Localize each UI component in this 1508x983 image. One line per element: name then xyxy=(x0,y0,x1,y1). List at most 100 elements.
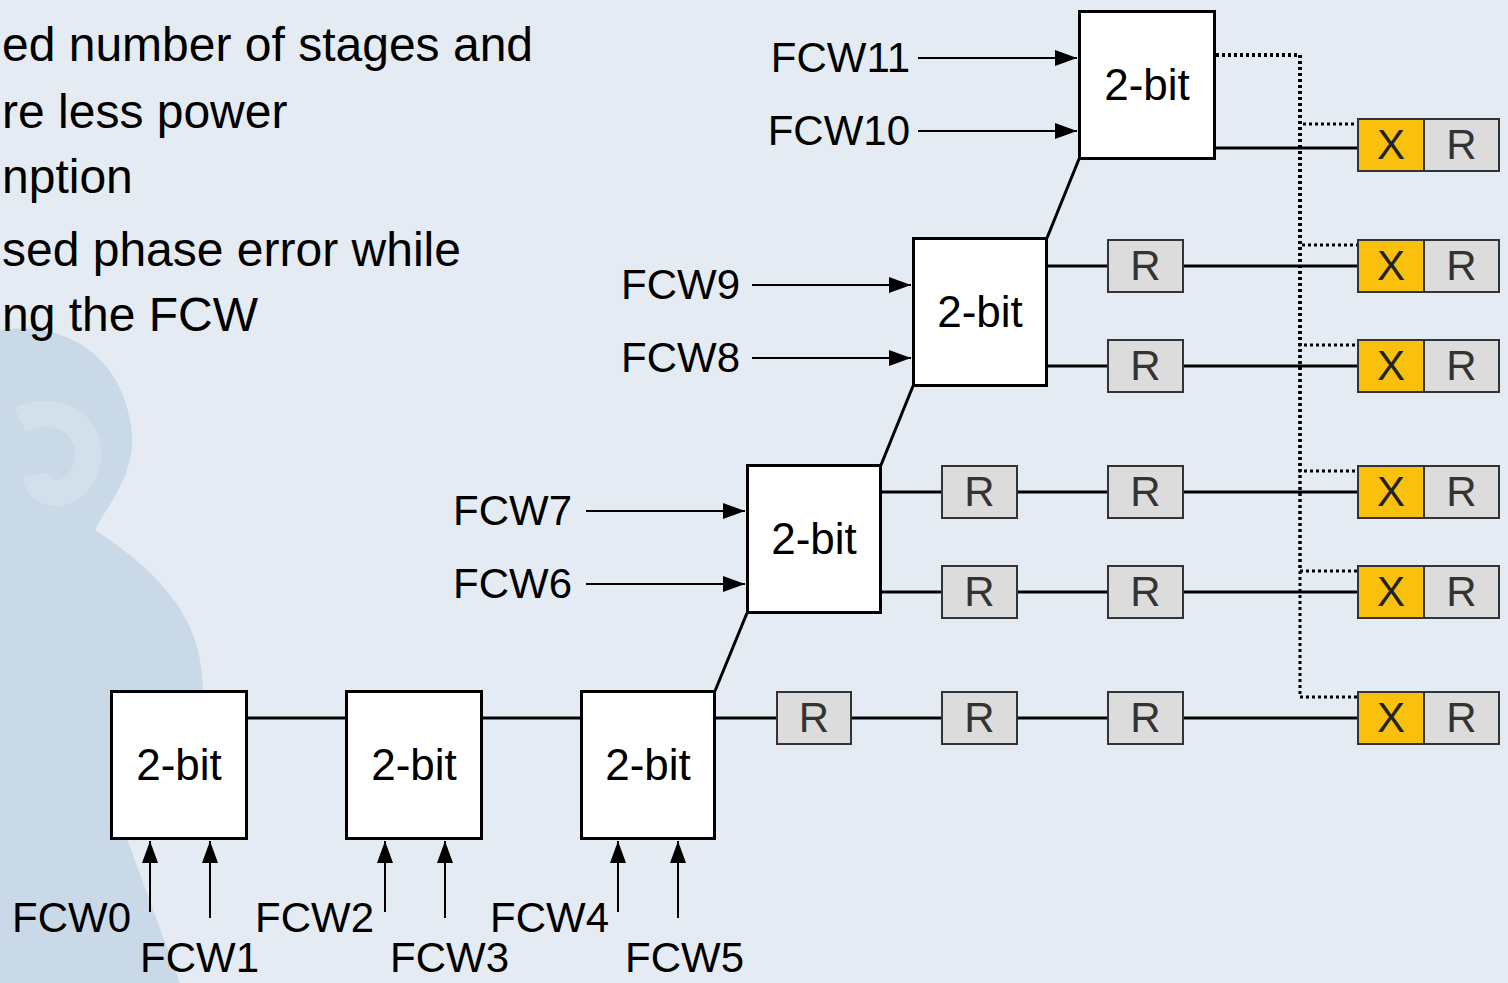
slide-text: sed phase error while xyxy=(2,224,461,277)
box-label: R xyxy=(1446,343,1476,389)
data-wire xyxy=(882,591,941,594)
box-label: 2-bit xyxy=(1104,61,1190,109)
box-label: X xyxy=(1377,569,1405,615)
signal-name: FCW1 xyxy=(140,935,259,981)
xor-box: X xyxy=(1357,691,1425,745)
background-silhouette xyxy=(0,328,203,983)
input-arrow xyxy=(918,130,1077,132)
signal-name: FCW3 xyxy=(390,935,509,981)
box-label: R xyxy=(799,695,829,741)
adder-stage-box: 2-bit xyxy=(912,237,1048,387)
control-line xyxy=(1216,55,1357,245)
register-box: R xyxy=(1423,465,1500,519)
box-label: R xyxy=(1130,343,1160,389)
adder-stage-box: 2-bit xyxy=(746,464,882,614)
data-wire xyxy=(715,613,747,691)
input-arrow xyxy=(586,510,745,512)
input-arrow xyxy=(384,841,386,912)
box-label: 2-bit xyxy=(771,515,857,563)
input-arrow xyxy=(752,284,911,286)
box-label: R xyxy=(1446,122,1476,168)
box-label: R xyxy=(964,695,994,741)
input-arrow xyxy=(209,841,211,918)
box-label: 2-bit xyxy=(937,288,1023,336)
slide-text: nption xyxy=(2,151,133,204)
input-arrow xyxy=(918,57,1077,59)
adder-stage-box: 2-bit xyxy=(580,690,716,840)
slide-text: ed number of stages and xyxy=(2,19,533,72)
adder-stage-box: 2-bit xyxy=(345,690,483,840)
signal-name: FCW4 xyxy=(490,895,609,941)
data-wire xyxy=(1184,265,1357,268)
data-wire xyxy=(248,717,345,720)
input-arrow xyxy=(586,583,745,585)
register-box: R xyxy=(941,691,1018,745)
adder-stage-box: 2-bit xyxy=(110,690,248,840)
input-arrow xyxy=(677,841,679,918)
control-line xyxy=(1216,55,1357,124)
signal-name: FCW9 xyxy=(621,262,740,308)
box-label: R xyxy=(1130,243,1160,289)
register-box: R xyxy=(776,691,852,745)
signal-name: FCW6 xyxy=(453,561,572,607)
box-label: R xyxy=(964,569,994,615)
data-wire xyxy=(1216,147,1357,150)
adder-stage-box: 2-bit xyxy=(1078,10,1216,160)
slide-text: ng the FCW xyxy=(2,289,258,342)
box-label: 2-bit xyxy=(371,741,457,789)
data-wire xyxy=(1018,717,1107,720)
box-label: X xyxy=(1377,122,1405,168)
input-arrow xyxy=(149,841,151,912)
data-wire xyxy=(1047,159,1079,238)
box-label: R xyxy=(964,469,994,515)
data-wire xyxy=(882,491,941,494)
box-label: X xyxy=(1377,343,1405,389)
signal-name: FCW5 xyxy=(625,935,744,981)
box-label: 2-bit xyxy=(136,741,222,789)
xor-box: X xyxy=(1357,339,1425,393)
register-box: R xyxy=(941,565,1018,619)
box-label: X xyxy=(1377,469,1405,515)
control-line xyxy=(1216,55,1357,571)
register-box: R xyxy=(1423,565,1500,619)
register-box: R xyxy=(1423,691,1500,745)
input-arrow xyxy=(617,841,619,912)
xor-box: X xyxy=(1357,465,1425,519)
box-label: X xyxy=(1377,243,1405,289)
signal-name: FCW10 xyxy=(768,108,910,154)
xor-box: X xyxy=(1357,565,1425,619)
control-line xyxy=(1216,55,1357,471)
data-wire xyxy=(1184,717,1357,720)
data-wire xyxy=(1184,365,1357,368)
data-wire xyxy=(1018,591,1107,594)
background-curl xyxy=(20,414,88,494)
box-label: R xyxy=(1130,469,1160,515)
xor-box: X xyxy=(1357,118,1425,172)
signal-name: FCW7 xyxy=(453,488,572,534)
signal-name: FCW2 xyxy=(255,895,374,941)
register-box: R xyxy=(1107,339,1184,393)
box-label: R xyxy=(1130,695,1160,741)
data-wire xyxy=(716,717,776,720)
signal-name: FCW11 xyxy=(771,35,910,81)
data-wire xyxy=(852,717,941,720)
box-label: R xyxy=(1446,569,1476,615)
signal-name: FCW8 xyxy=(621,335,740,381)
register-box: R xyxy=(1107,239,1184,293)
signal-name: FCW0 xyxy=(12,895,131,941)
slide-text: re less power xyxy=(2,86,287,139)
data-wire xyxy=(881,386,913,465)
register-box: R xyxy=(1423,339,1500,393)
box-label: R xyxy=(1446,469,1476,515)
control-line xyxy=(1216,55,1357,345)
data-wire xyxy=(1184,591,1357,594)
data-wire xyxy=(1048,265,1107,268)
register-box: R xyxy=(1107,691,1184,745)
data-wire xyxy=(483,717,580,720)
box-label: X xyxy=(1377,695,1405,741)
input-arrow xyxy=(752,357,911,359)
box-label: 2-bit xyxy=(605,741,691,789)
box-label: R xyxy=(1446,243,1476,289)
